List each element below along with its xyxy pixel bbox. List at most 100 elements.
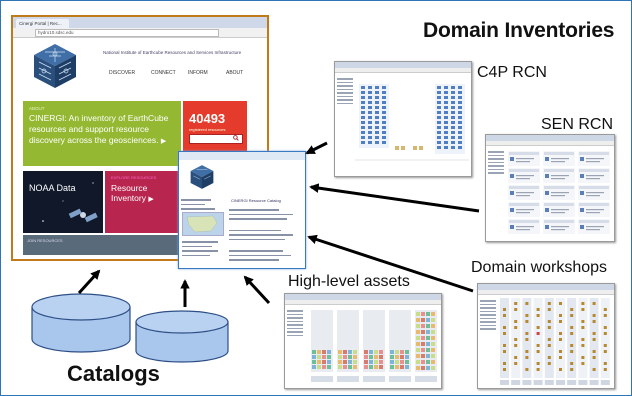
- workshop-marker: [525, 356, 529, 359]
- site-tagline: National Institute of Earthcube Resource…: [103, 50, 242, 55]
- c4p-item-mark: [382, 106, 386, 109]
- assets-cell: [416, 366, 420, 370]
- c4p-item-mark: [451, 91, 455, 94]
- sen-card-header: [544, 220, 574, 223]
- hero-panel[interactable]: ABOUT CINERGI: An inventory of EarthCube…: [23, 101, 181, 166]
- c4p-item-mark: [451, 106, 455, 109]
- workshop-marker: [603, 326, 607, 329]
- browser-url: hydro10.sdsc.edu: [35, 29, 219, 37]
- assets-cell: [317, 350, 321, 354]
- workshop-marker: [536, 362, 540, 365]
- sen-card-line: [551, 209, 569, 211]
- sen-card-icon: [510, 208, 514, 212]
- c4p-item-mark: [444, 116, 448, 119]
- assets-cell: [390, 350, 394, 354]
- sen-card-icon: [545, 208, 549, 212]
- assets-cell: [322, 355, 326, 359]
- workshop-marker: [525, 320, 529, 323]
- cinergi-cube-logo-icon: [34, 44, 76, 88]
- assets-cell: [416, 348, 420, 352]
- assets-cell: [426, 348, 430, 352]
- workshop-column: [500, 298, 509, 378]
- workshop-marker: [547, 338, 551, 341]
- workshop-marker: [503, 314, 506, 317]
- c4p-item-mark: [458, 141, 462, 144]
- catalog-results: [229, 206, 303, 264]
- sen-card-header: [579, 220, 609, 223]
- search-input[interactable]: [189, 134, 243, 144]
- workshop-marker: [547, 302, 551, 305]
- assets-cell: [426, 360, 430, 364]
- assets-cell: [416, 360, 420, 364]
- catalog-heading: CINERGI Resource Catalog: [231, 198, 281, 203]
- resource-inventory-kicker: EXPLORE RESOURCES: [111, 175, 157, 180]
- sen-rcn-screenshot: [485, 134, 615, 242]
- c4p-item-mark: [458, 131, 462, 134]
- assets-cell: [421, 330, 425, 334]
- nav-about[interactable]: ABOUT: [226, 70, 244, 76]
- workshop-marker: [536, 326, 540, 329]
- sen-card-line: [516, 212, 530, 214]
- workshop-marker: [592, 314, 596, 317]
- hero-text: CINERGI: An inventory of EarthCube resou…: [29, 113, 169, 145]
- sen-card-line: [586, 161, 600, 163]
- c4p-item-mark: [375, 141, 379, 144]
- search-icon[interactable]: [233, 135, 239, 141]
- workshop-marker: [559, 302, 562, 305]
- nav-discover[interactable]: DISCOVER: [109, 70, 136, 76]
- workshop-marker: [581, 320, 585, 323]
- sen-card-header: [509, 186, 539, 189]
- resource-inventory-panel[interactable]: EXPLORE RESOURCES Resource Inventory ▶: [105, 171, 181, 233]
- sen-card-header: [579, 203, 609, 206]
- nav-connect[interactable]: CONNECT: [151, 70, 176, 76]
- assets-heatmap: [311, 310, 437, 382]
- arrow-assets-to-catalog: [243, 275, 271, 305]
- assets-cell: [421, 342, 425, 346]
- c4p-item-mark: [361, 86, 365, 89]
- assets-cell: [338, 360, 342, 364]
- workshop-marker: [536, 308, 540, 311]
- sen-card-icon: [545, 225, 549, 229]
- sen-card-line: [516, 209, 534, 211]
- workshop-marker: [536, 332, 540, 335]
- assets-cell: [390, 365, 394, 369]
- workshop-marker: [581, 356, 585, 359]
- nav-inform[interactable]: INFORM: [188, 70, 208, 76]
- resource-count: 40493: [189, 111, 226, 126]
- assets-footer: [415, 376, 437, 382]
- sen-card-icon: [510, 174, 514, 178]
- c4p-rcn-screenshot: [334, 61, 472, 177]
- assets-cell: [312, 365, 316, 369]
- assets-cell: [353, 355, 357, 359]
- assets-cell: [426, 342, 430, 346]
- assets-cell: [317, 355, 321, 359]
- c4p-item-mark: [375, 121, 379, 124]
- workshop-marker: [503, 368, 506, 371]
- c4p-item-mark: [444, 146, 448, 149]
- workshop-marker: [559, 356, 562, 359]
- workshop-marker: [547, 356, 551, 359]
- assets-cell: [379, 350, 383, 354]
- sen-rcn-label: SEN RCN: [541, 116, 614, 133]
- c4p-item-mark: [444, 126, 448, 129]
- assets-cell: [405, 350, 409, 354]
- workshops-columns: [500, 298, 610, 385]
- assets-cell: [379, 360, 383, 364]
- c4p-item-mark: [437, 111, 441, 114]
- workshop-marker: [570, 314, 574, 317]
- sen-card-line: [586, 178, 600, 180]
- assets-cell: [426, 318, 430, 322]
- c4p-item-mark: [361, 126, 365, 129]
- sen-card-line: [551, 175, 569, 177]
- workshop-marker: [592, 320, 596, 323]
- workshop-marker: [603, 362, 607, 365]
- catalog-facets-lower: [182, 238, 222, 264]
- assets-cell: [395, 355, 399, 359]
- workshop-label: [511, 380, 521, 385]
- noaa-data-panel[interactable]: NOAA Data: [23, 171, 103, 233]
- browser-address-bar: hydro10.sdsc.edu: [13, 28, 267, 38]
- sen-card-line: [551, 161, 565, 163]
- assets-cell: [431, 354, 435, 358]
- assets-cell: [426, 324, 430, 328]
- assets-cell: [431, 318, 435, 322]
